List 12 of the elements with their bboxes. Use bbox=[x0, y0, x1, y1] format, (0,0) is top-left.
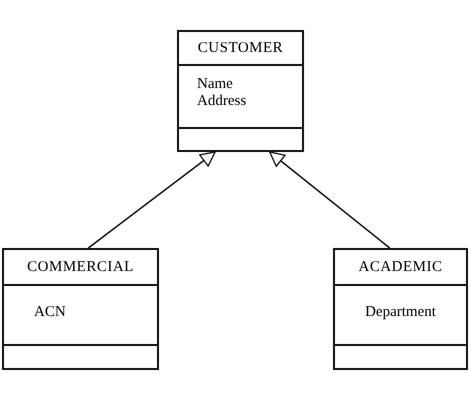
attribute-text: Name bbox=[197, 76, 233, 93]
generalization-arrow bbox=[269, 151, 390, 249]
generalization-arrow bbox=[88, 151, 216, 249]
attribute-text: ACN bbox=[34, 304, 66, 321]
class-box bbox=[177, 30, 304, 152]
class-name: CUSTOMER bbox=[198, 40, 284, 56]
class-box bbox=[333, 248, 468, 370]
attribute-text: Department bbox=[365, 304, 436, 321]
attribute-text: Address bbox=[197, 93, 246, 110]
class-box bbox=[2, 248, 159, 370]
class-name: COMMERCIAL bbox=[27, 258, 134, 276]
class-name: ACADEMIC bbox=[358, 258, 442, 276]
